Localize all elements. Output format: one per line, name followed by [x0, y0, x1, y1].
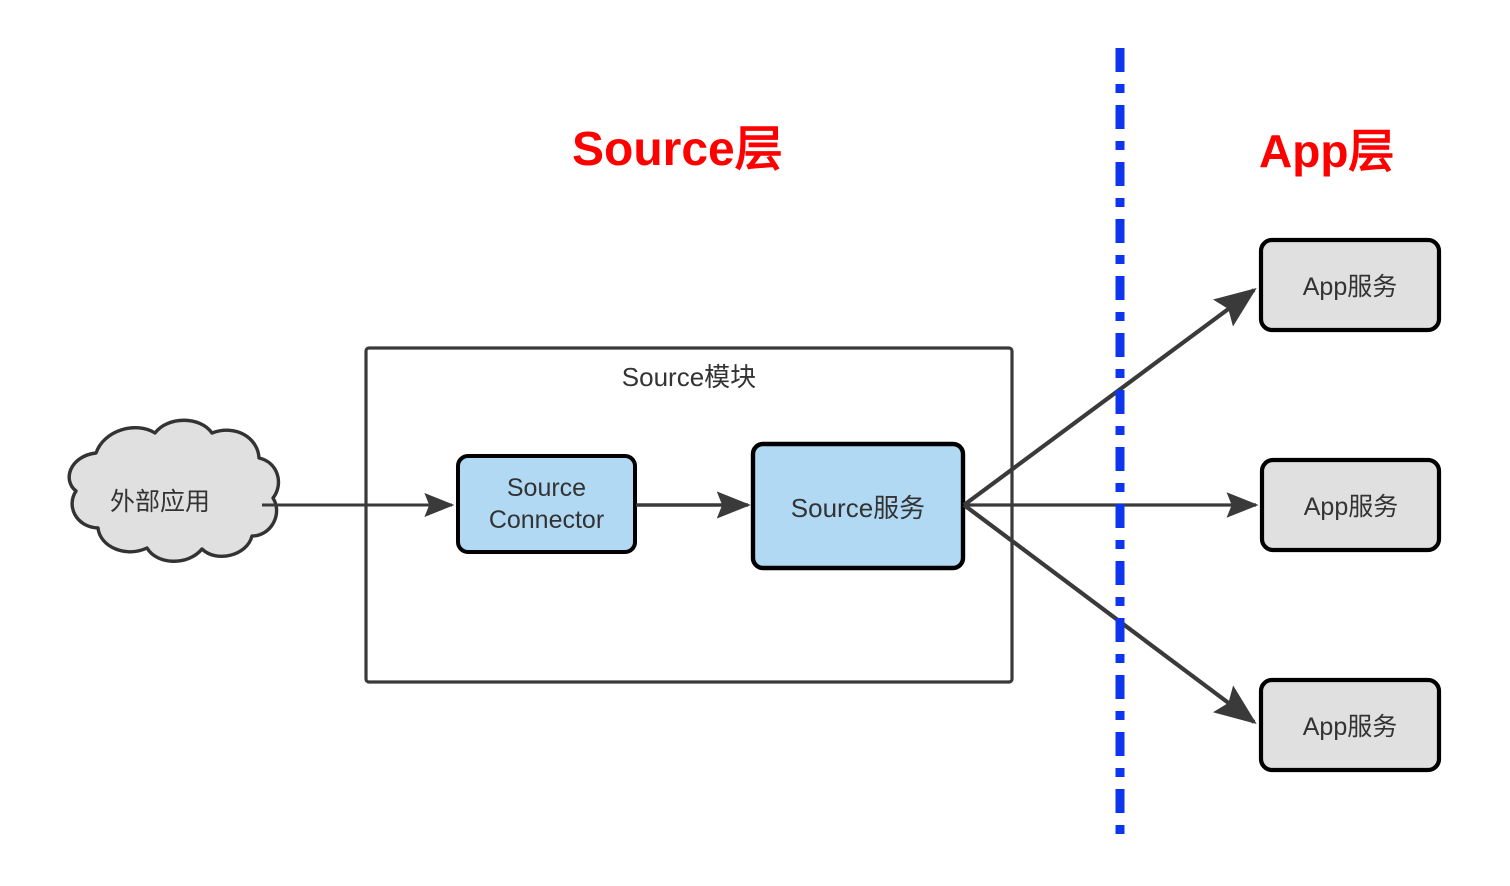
source-module-container: [364, 346, 1014, 684]
app-service-node-top: [1258, 237, 1442, 333]
source-layer-title: Source层: [572, 123, 783, 176]
app-service-node-bottom: [1258, 677, 1442, 773]
connector-service-to-app-top: [962, 287, 1257, 507]
connector-service-to-app-bottom: [962, 503, 1257, 725]
external-app-cloud: [67, 418, 281, 563]
app-service-node-middle: [1259, 457, 1442, 553]
source-service-node: [750, 441, 966, 571]
source-connector-node: [456, 454, 637, 554]
app-layer-title: App层: [1259, 125, 1395, 177]
